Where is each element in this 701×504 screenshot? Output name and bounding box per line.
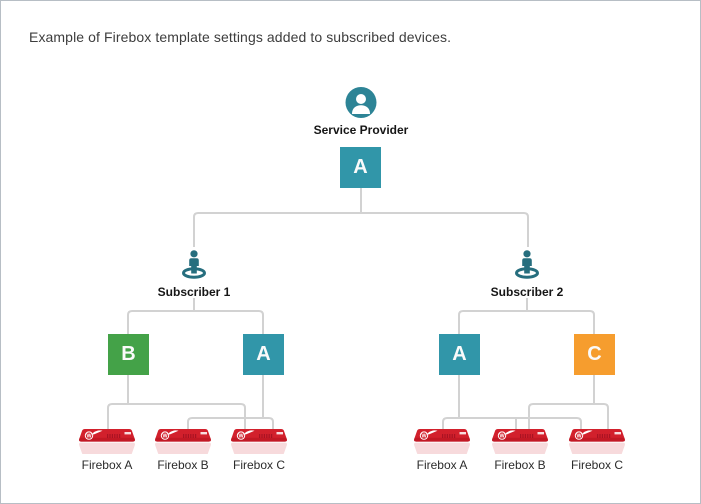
template-box-sub2-a: A: [439, 334, 480, 375]
diagram-title: Example of Firebox template settings add…: [29, 29, 452, 45]
firebox-sub1-c: W Firebox C: [221, 428, 297, 472]
subscriber-2-label: Subscriber 2: [490, 285, 564, 299]
firebox-label: Firebox C: [232, 458, 285, 472]
svg-text:W: W: [238, 434, 244, 440]
firebox-device-icon: W: [413, 428, 471, 454]
template-box-sub1-a: A: [243, 334, 284, 375]
svg-text:W: W: [162, 434, 168, 440]
template-box-sub2-c: C: [574, 334, 615, 375]
firebox-sub1-b: W Firebox B: [145, 428, 221, 472]
firebox-device-icon: W: [568, 428, 626, 454]
firebox-label: Firebox A: [81, 458, 133, 472]
template-box-service-provider-a: A: [340, 147, 381, 188]
template-letter: A: [256, 343, 271, 365]
firebox-device-icon: W: [491, 428, 549, 454]
firebox-device-icon: W: [154, 428, 212, 454]
template-letter: A: [452, 343, 467, 365]
template-letter: A: [353, 156, 368, 178]
service-provider-avatar-icon: [345, 87, 377, 123]
firebox-sub2-c: W Firebox C: [559, 428, 635, 472]
template-letter: B: [121, 343, 136, 365]
subscriber-1-person-icon: [179, 247, 209, 284]
firebox-device-icon: W: [78, 428, 136, 454]
firebox-label: Firebox B: [157, 458, 209, 472]
firebox-sub2-a: W Firebox A: [404, 428, 480, 472]
svg-text:W: W: [499, 434, 505, 440]
firebox-sub1-a: W Firebox A: [69, 428, 145, 472]
service-provider-label: Service Provider: [313, 123, 409, 137]
svg-text:W: W: [421, 434, 427, 440]
firebox-device-icon: W: [230, 428, 288, 454]
firebox-label: Firebox C: [570, 458, 623, 472]
subscriber-1-label: Subscriber 1: [157, 285, 231, 299]
subscriber-2-person-icon: [512, 247, 542, 284]
svg-text:W: W: [86, 434, 92, 440]
svg-text:W: W: [576, 434, 582, 440]
firebox-sub2-b: W Firebox B: [482, 428, 558, 472]
template-letter: C: [587, 343, 602, 365]
firebox-label: Firebox B: [494, 458, 546, 472]
firebox-label: Firebox A: [416, 458, 468, 472]
template-box-sub1-b: B: [108, 334, 149, 375]
